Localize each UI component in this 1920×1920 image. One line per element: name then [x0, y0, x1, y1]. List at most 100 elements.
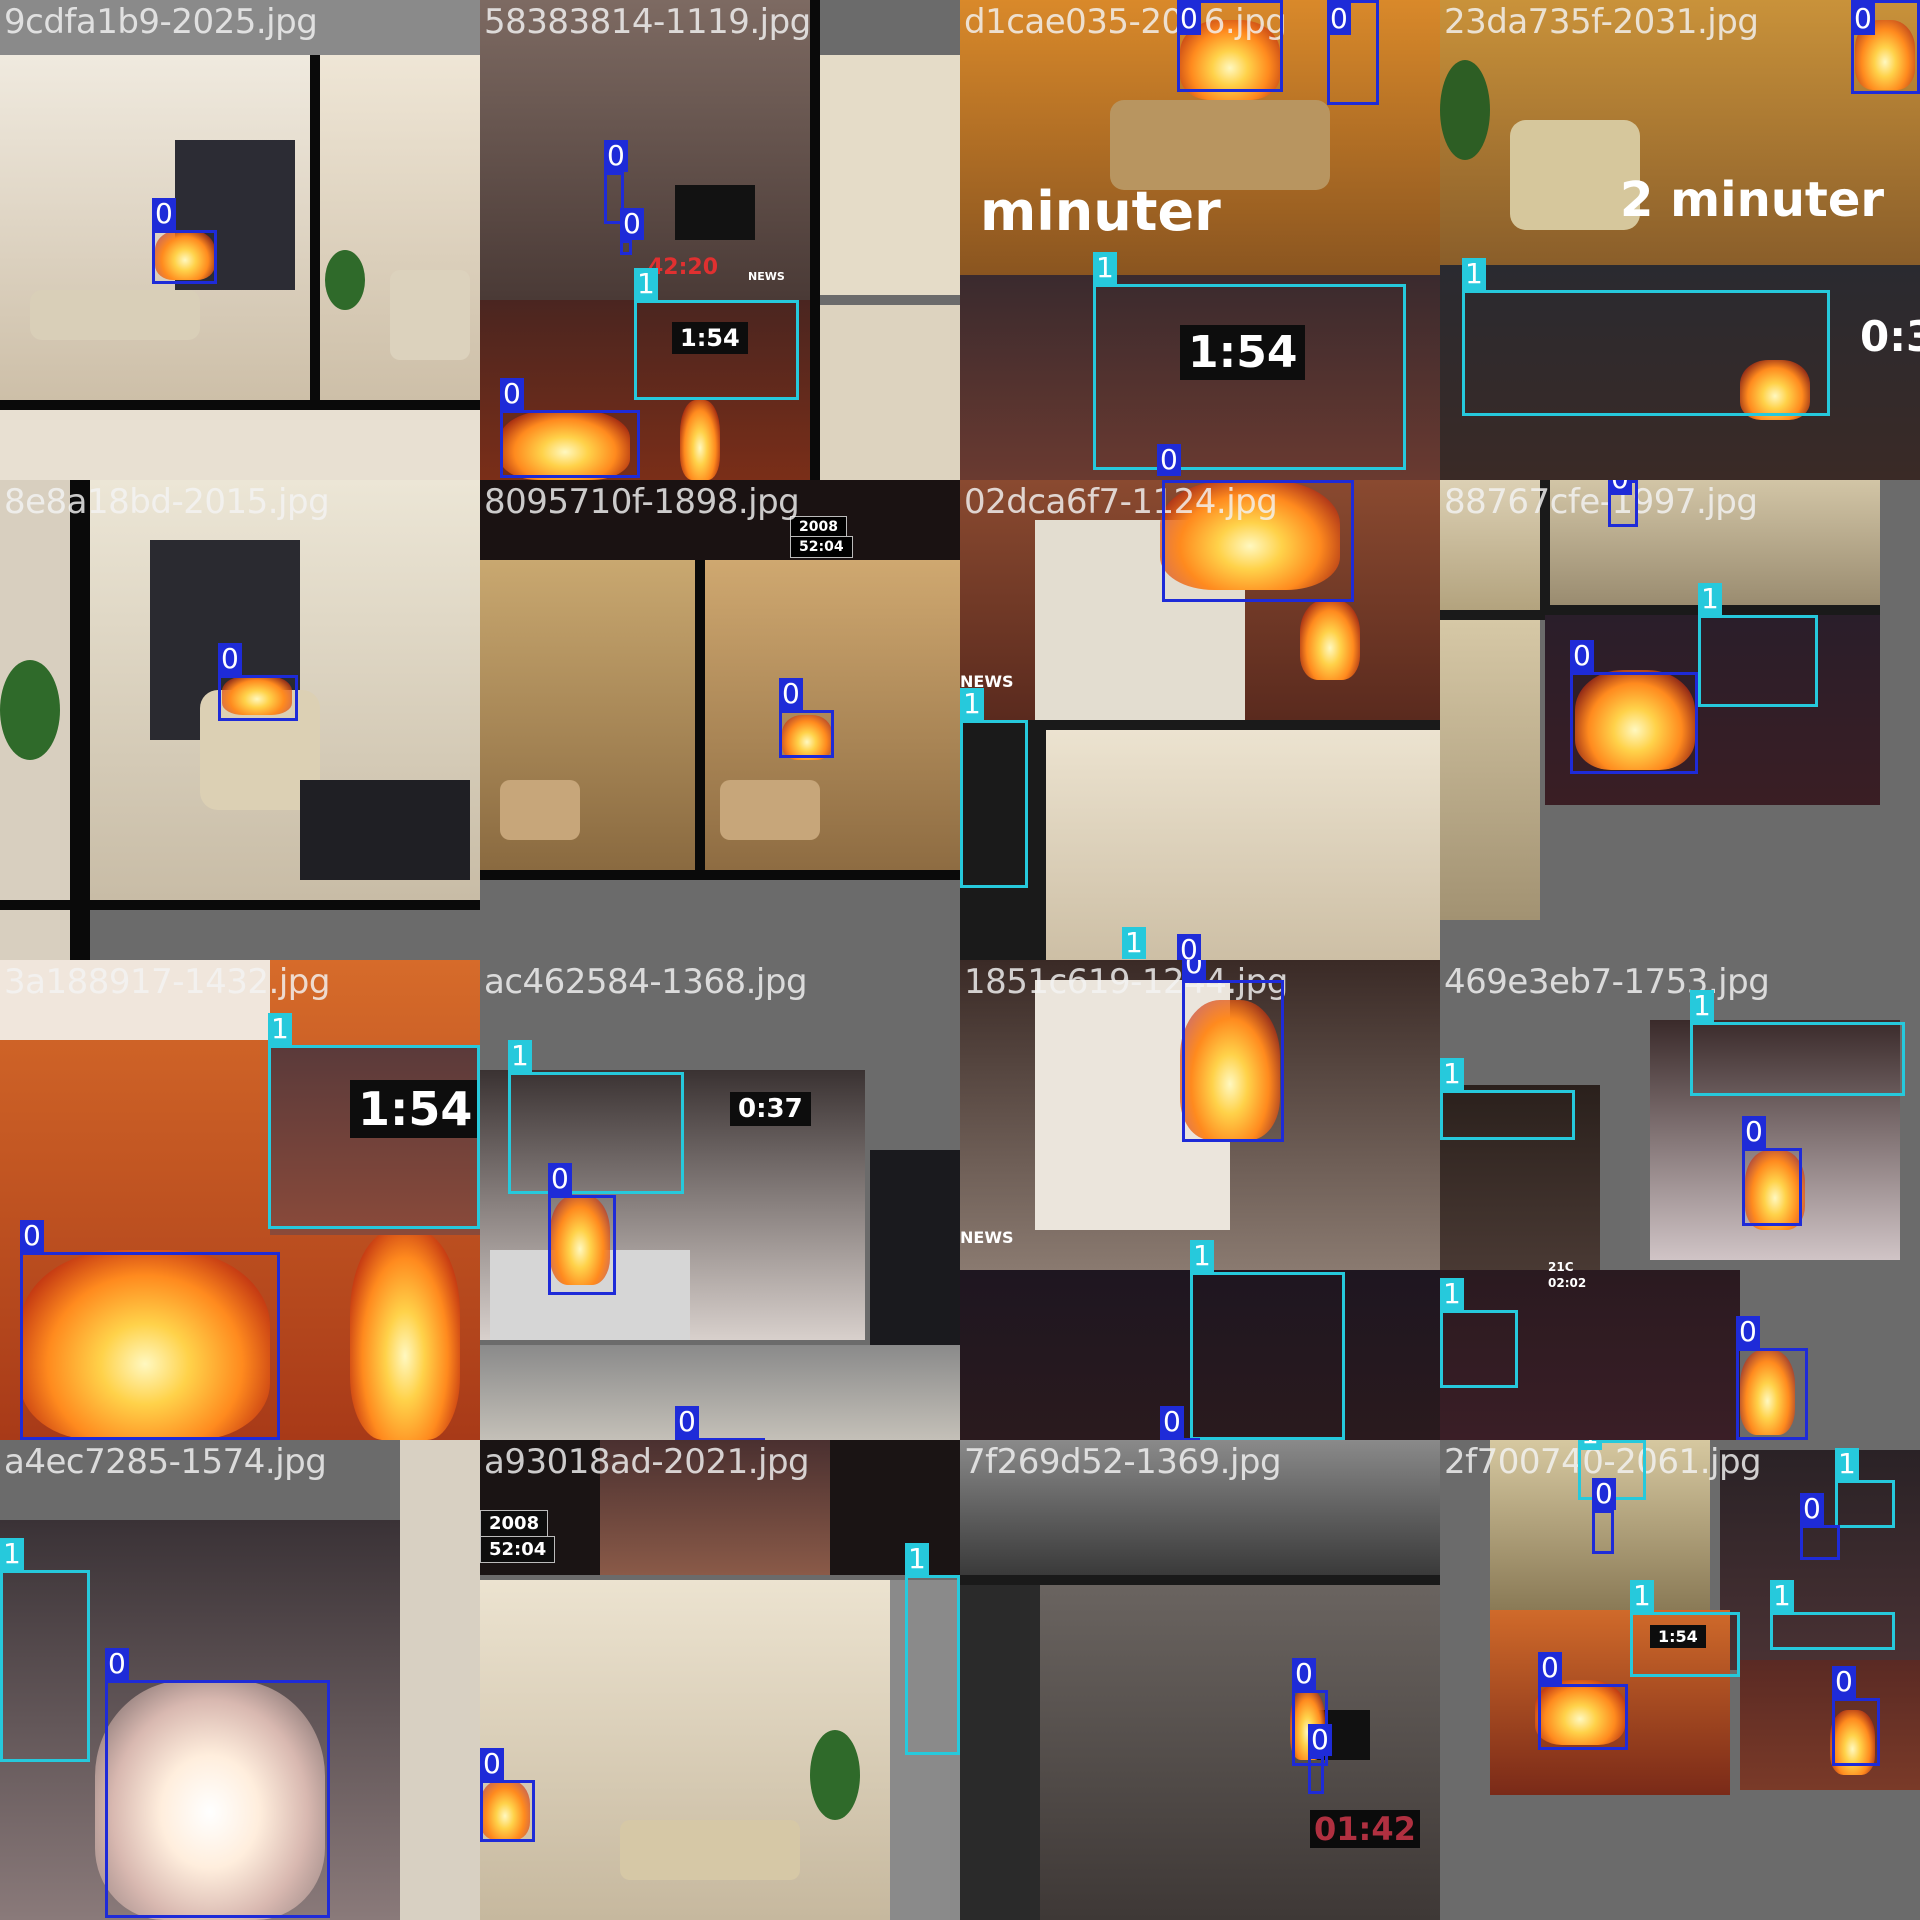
bbox-class-0: 0 — [1308, 1724, 1332, 1794]
bbox-class-1: 1 — [1440, 1058, 1575, 1140]
bbox-label: 1 — [0, 1538, 24, 1570]
tile-9: 1:54 3a188917-1432.jpg 1 0 — [0, 960, 480, 1440]
bbox-class-0: 0 — [620, 208, 644, 255]
bbox-label: 0 — [500, 378, 524, 410]
timer-overlay: 0:37 — [730, 1092, 811, 1126]
bbox-label: 1 — [1630, 1580, 1654, 1612]
bbox-class-0: 0 — [1182, 960, 1284, 1142]
tile-filename: 469e3eb7-1753.jpg — [1444, 962, 1770, 1002]
clock-overlay: 42:20 — [648, 255, 719, 280]
bbox-class-1: 1 — [1835, 1448, 1895, 1528]
bbox-label: 1 — [1578, 1440, 1602, 1450]
bbox-class-1: 1 — [0, 1538, 90, 1762]
bbox-label: 0 — [1292, 1658, 1316, 1690]
bbox-class-0: 0 — [1592, 1478, 1616, 1554]
tile-2: 1:54 42:20 NEWS 58383814-1119.jpg 0 0 1 … — [480, 0, 960, 480]
tile-filename: 58383814-1119.jpg — [484, 2, 811, 42]
tile-13: a4ec7285-1574.jpg 1 0 — [0, 1440, 480, 1920]
bbox-label: 0 — [1592, 1478, 1616, 1510]
bbox-class-0: 0 — [1608, 480, 1638, 527]
tile-7: NEWS 02dca6f7-1124.jpg 0 1 1 0 — [960, 480, 1440, 960]
bbox-class-0: 0 — [1570, 640, 1698, 774]
temp-overlay: 21C — [1548, 1260, 1574, 1274]
time-overlay: 02:02 — [1548, 1276, 1587, 1290]
bbox-label: 0 — [1608, 480, 1632, 495]
bbox-label: 0 — [1308, 1724, 1332, 1756]
bbox-class-0: 0 — [1160, 1406, 1200, 1440]
tile-filename: a93018ad-2021.jpg — [484, 1442, 810, 1482]
bbox-label: 0 — [105, 1648, 129, 1680]
caption-overlay: 2 minuter — [1620, 172, 1885, 228]
bbox-class-0: 0 — [779, 678, 834, 758]
bbox-class-1: 1 — [1770, 1580, 1895, 1650]
tile-4: 2 minuter 0:3 23da735f-2031.jpg 0 1 — [1440, 0, 1920, 480]
bbox-class-1: 1 — [634, 268, 799, 400]
tile-filename: 7f269d52-1369.jpg — [964, 1442, 1282, 1482]
bbox-class-1: 1 — [1462, 258, 1830, 416]
bbox-label: 0 — [152, 198, 176, 230]
bbox-class-0: 0 — [1832, 1666, 1880, 1766]
timer-overlay: 1:54 — [350, 1080, 480, 1138]
bbox-label: 1 — [634, 268, 658, 300]
bbox-label: 1 — [1122, 927, 1146, 959]
bbox-label: 0 — [1851, 3, 1875, 35]
bbox-class-1: 1 — [1690, 990, 1905, 1096]
bbox-class-1: 1 — [1630, 1580, 1740, 1677]
bbox-label: 1 — [268, 1013, 292, 1045]
bbox-label: 1 — [905, 1543, 929, 1575]
bbox-label: 1 — [1690, 990, 1714, 1022]
tile-filename: ac462584-1368.jpg — [484, 962, 808, 1002]
bbox-label: 0 — [1160, 1406, 1184, 1438]
bbox-class-0: 0 — [1162, 480, 1354, 602]
bbox-label: 1 — [1440, 1278, 1464, 1310]
tile-filename: 2f700740-2061.jpg — [1444, 1442, 1762, 1482]
bbox-class-1: 1 — [1440, 1278, 1518, 1388]
tile-10: 0:37 ac462584-1368.jpg 1 0 0 — [480, 960, 960, 1440]
bbox-class-0: 0 — [20, 1220, 280, 1440]
time-overlay: 52:04 — [790, 536, 853, 558]
bbox-label: 1 — [960, 688, 984, 720]
bbox-label: 0 — [1800, 1493, 1824, 1525]
news-overlay: NEWS — [960, 672, 1014, 691]
news-overlay: NEWS — [960, 1228, 1014, 1247]
bbox-class-0: 0 — [105, 1648, 330, 1918]
tile-1: 9cdfa1b9-2025.jpg 0 — [0, 0, 480, 480]
bbox-label: 1 — [508, 1040, 532, 1072]
bbox-label: 0 — [1157, 444, 1181, 476]
bbox-label: 0 — [218, 643, 242, 675]
temp-overlay: 2008 — [790, 516, 847, 538]
timer-overlay: 1:54 — [672, 322, 748, 354]
tile-11: NEWS 1851c619-1244.jpg 0 1 0 — [960, 960, 1440, 1440]
tile-filename: 8095710f-1898.jpg — [484, 482, 800, 522]
bbox-label: 1 — [1093, 252, 1117, 284]
tile-filename: 02dca6f7-1124.jpg — [964, 482, 1278, 522]
timer-overlay: 1:54 — [1180, 325, 1306, 380]
tile-filename: 88767cfe-1997.jpg — [1444, 482, 1758, 522]
bbox-class-1: 1 — [960, 688, 1028, 888]
bbox-class-0: 0 — [548, 1163, 616, 1295]
bbox-class-0: 0 — [1177, 0, 1283, 92]
tile-12: 21C 02:02 469e3eb7-1753.jpg 1 1 0 1 0 — [1440, 960, 1920, 1440]
bbox-class-0: 0 — [1327, 0, 1379, 105]
tile-3: minuter 1:54 d1cae035-2026.jpg 0 0 1 0 — [960, 0, 1440, 480]
bbox-class-0: 0 — [604, 140, 628, 224]
timer-overlay: 1:54 — [1650, 1625, 1706, 1648]
bbox-class-0: 0 — [1538, 1652, 1628, 1750]
bbox-class-1: 1 — [508, 1040, 684, 1194]
bbox-label: 1 — [1835, 1448, 1859, 1480]
bbox-label: 0 — [548, 1163, 572, 1195]
bbox-label: 1 — [1440, 1058, 1464, 1090]
bbox-class-1: 1 — [1698, 583, 1818, 707]
bbox-label: 0 — [20, 1220, 44, 1252]
bbox-class-1: 1 — [1093, 252, 1406, 470]
bbox-label: 0 — [1327, 3, 1351, 35]
bbox-class-0: 0 — [1851, 0, 1920, 94]
bbox-class-0: 0 — [1742, 1116, 1802, 1226]
bbox-class-0: 0 — [152, 198, 217, 284]
bbox-label: 0 — [1736, 1316, 1760, 1348]
bbox-label: 1 — [1190, 1240, 1214, 1272]
tile-filename: 3a188917-1432.jpg — [4, 962, 330, 1002]
tile-filename: 23da735f-2031.jpg — [1444, 2, 1759, 42]
tile-filename: a4ec7285-1574.jpg — [4, 1442, 327, 1482]
